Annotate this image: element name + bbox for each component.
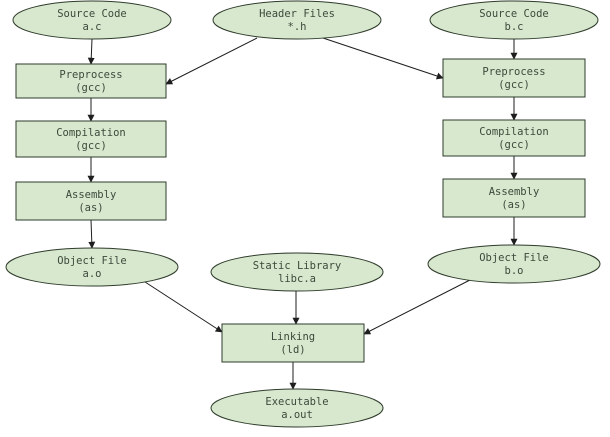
- arrow-header-to-preprocess-a: [165, 37, 258, 85]
- arrow-object-a-to-linking: [141, 279, 223, 333]
- node-linking: Linking(ld): [221, 323, 365, 363]
- node-preprocess-a: Preprocess(gcc): [15, 63, 167, 99]
- arrow-header-to-preprocess-b: [319, 36, 444, 80]
- node-assembly-a: Assembly(as): [15, 181, 167, 221]
- node-assembly-a-label-2: (as): [78, 202, 103, 214]
- node-compile-b-box: [442, 119, 586, 157]
- node-linking-label-2: (ld): [280, 344, 305, 356]
- node-preprocess-b-label-2: (gcc): [498, 79, 530, 91]
- arrow-object-b-to-linking: [363, 279, 471, 335]
- node-static-lib-label-1: Static Library: [253, 260, 342, 272]
- node-preprocess-a-box: [15, 63, 167, 99]
- node-source-a-label-1: Source Code: [57, 8, 127, 20]
- node-assembly-a-box: [15, 181, 167, 221]
- node-compile-b-label-2: (gcc): [498, 139, 530, 151]
- node-static-lib-label-2: libc.a: [278, 273, 316, 285]
- node-executable-label-1: Executable: [265, 396, 328, 408]
- arrow-assembly-a-to-object-a: [88, 219, 96, 249]
- node-source-b-label-2: b.c: [505, 21, 524, 33]
- node-compile-a-label-2: (gcc): [75, 140, 107, 152]
- node-object-a-label-2: a.o: [83, 268, 102, 280]
- arrow-source-a-to-preprocess-a: [87, 38, 95, 65]
- node-header-label-1: Header Files: [259, 8, 335, 20]
- node-compile-a: Compilation(gcc): [15, 120, 167, 158]
- node-header: Header Files*.h: [212, 0, 382, 40]
- node-source-a-ellipse: [12, 0, 172, 40]
- node-header-label-2: *.h: [288, 21, 307, 33]
- node-assembly-b-label-1: Assembly: [489, 186, 540, 198]
- node-static-lib-ellipse: [210, 252, 384, 292]
- node-assembly-a-label-1: Assembly: [66, 189, 117, 201]
- node-preprocess-a-label-1: Preprocess: [59, 69, 122, 81]
- node-object-a-ellipse: [5, 247, 179, 287]
- node-assembly-b-label-2: (as): [501, 199, 526, 211]
- node-object-b-label-1: Object File: [479, 252, 549, 264]
- node-compile-a-box: [15, 120, 167, 158]
- edge-layer: [87, 36, 518, 390]
- node-preprocess-b-label-1: Preprocess: [482, 66, 545, 78]
- node-compile-b-label-1: Compilation: [479, 126, 549, 138]
- node-header-ellipse: [212, 0, 382, 40]
- node-assembly-b-box: [442, 178, 586, 218]
- node-object-b-label-2: b.o: [505, 265, 524, 277]
- node-object-a-label-1: Object File: [57, 255, 127, 267]
- node-assembly-b: Assembly(as): [442, 178, 586, 218]
- node-source-b-label-1: Source Code: [479, 8, 549, 20]
- node-object-b-ellipse: [427, 244, 601, 284]
- node-compile-b: Compilation(gcc): [442, 119, 586, 157]
- node-linking-label-1: Linking: [271, 331, 315, 343]
- node-linking-box: [221, 323, 365, 363]
- node-executable-ellipse: [210, 388, 384, 428]
- node-compile-a-label-1: Compilation: [56, 127, 126, 139]
- node-source-a-label-2: a.c: [83, 21, 102, 33]
- node-preprocess-b-box: [442, 58, 586, 98]
- node-executable-label-2: a.out: [281, 409, 313, 421]
- node-preprocess-a-label-2: (gcc): [75, 82, 107, 94]
- node-preprocess-b: Preprocess(gcc): [442, 58, 586, 98]
- node-source-b-ellipse: [429, 0, 599, 40]
